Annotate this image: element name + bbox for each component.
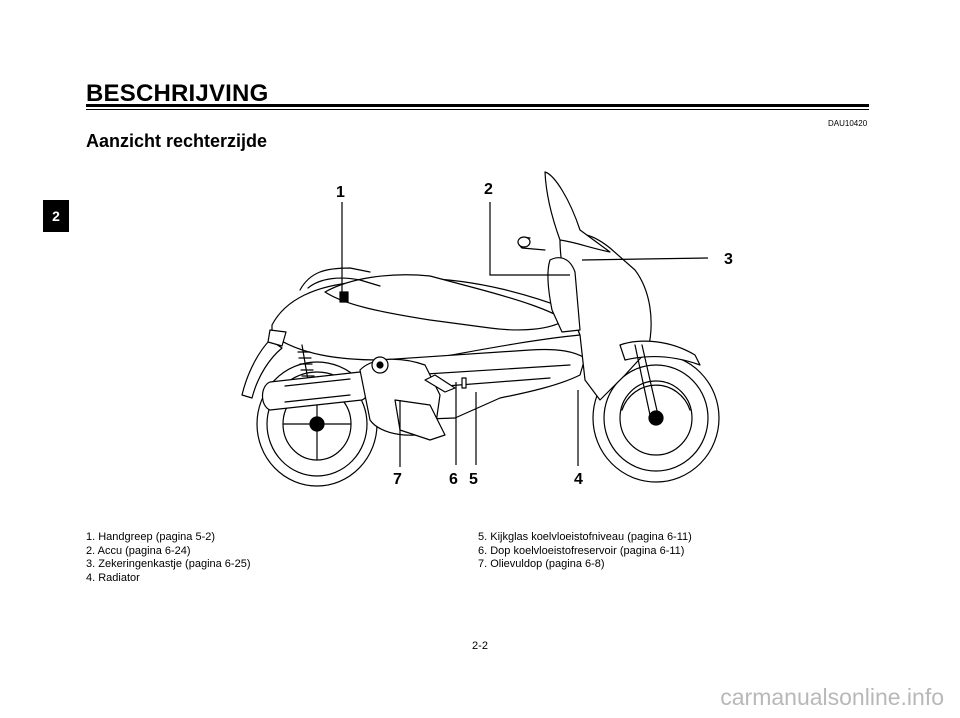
watermark: carmanualsonline.info (720, 684, 944, 710)
page-number: 2-2 (472, 640, 488, 652)
page-subtitle: Aanzicht rechterzijde (86, 131, 268, 151)
callout-2: 2 (484, 181, 493, 198)
callout-7: 7 (393, 471, 402, 488)
title-rule-thick (86, 104, 869, 107)
legend-item: 3. Zekeringenkastje (pagina 6-25) (86, 558, 251, 570)
legend-right: 5. Kijkglas koelvloeistofniveau (pagina … (478, 531, 692, 572)
grab-rail (307, 277, 381, 289)
scooter-right-side-illustration: 1 2 3 4 5 6 7 (241, 171, 733, 488)
callout-4: 4 (574, 471, 583, 488)
front-fender (619, 340, 701, 366)
legend-item: 7. Olievuldop (pagina 6-8) (478, 558, 605, 570)
legend-left: 1. Handgreep (pagina 5-2) 2. Accu (pagin… (86, 531, 250, 585)
section-title: BESCHRIJVING (86, 80, 269, 107)
windscreen (544, 171, 611, 253)
front-wheel (592, 353, 720, 483)
legend-item: 2. Accu (pagina 6-24) (86, 544, 191, 557)
legend-item: 4. Radiator (86, 571, 140, 584)
callout-1: 1 (336, 184, 345, 201)
legend-item: 5. Kijkglas koelvloeistofniveau (pagina … (478, 531, 692, 543)
legend-item: 6. Dop koelvloeistofreservoir (pagina 6-… (478, 544, 685, 557)
document-code: DAU10420 (828, 119, 868, 128)
callout-6: 6 (449, 471, 458, 488)
rear-fender (241, 339, 283, 399)
chapter-tab: 2 (43, 200, 69, 232)
legend-item: 1. Handgreep (pagina 5-2) (86, 531, 216, 543)
title-rule-thin (86, 109, 869, 110)
callout-5: 5 (469, 471, 478, 488)
callout-3: 3 (724, 251, 733, 268)
